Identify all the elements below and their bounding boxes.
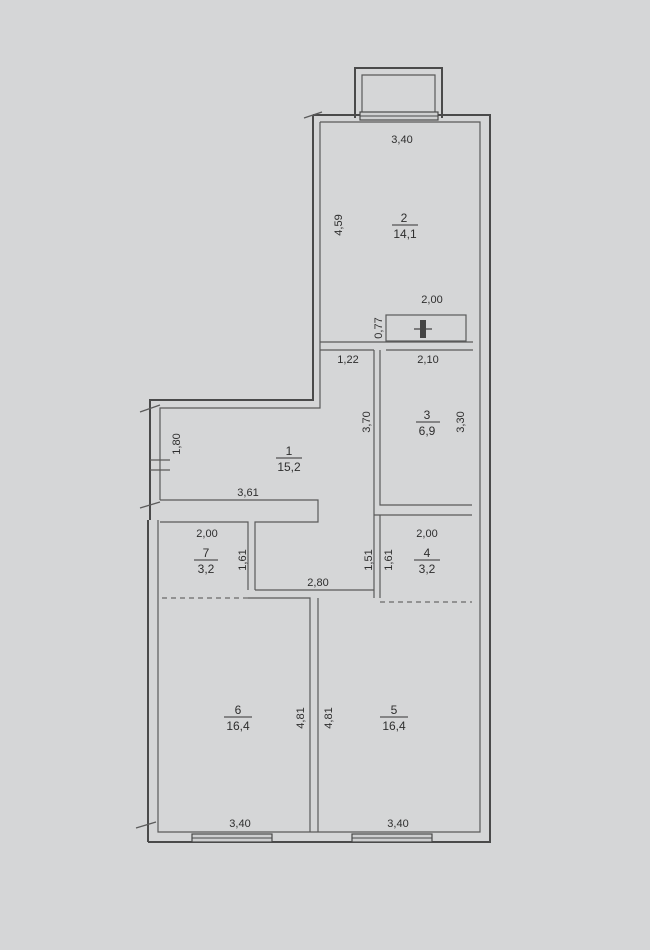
dim-room2-width: 3,40 [391,134,412,146]
bathroom-fixture [414,320,432,338]
dim-room7-height: 1,61 [237,549,249,570]
dim-hall-width: 3,61 [237,487,258,499]
dim-hall-left: 1,80 [171,433,183,454]
dim-room5-height: 4,81 [323,707,335,728]
svg-text:7: 7 [203,546,210,560]
dim-room3-right: 3,30 [455,411,467,432]
svg-text:6: 6 [235,703,242,717]
dim-bath-width: 2,00 [421,294,442,306]
svg-text:2: 2 [401,211,408,225]
outer-walls [135,111,491,843]
window-room-6 [191,833,273,843]
dim-room4-width: 2,00 [416,528,437,540]
dim-room6-height: 4,81 [295,707,307,728]
balcony [354,67,443,118]
dim-room7-width: 2,00 [196,528,217,540]
dim-room4-height: 1,61 [383,549,395,570]
room-label-5: 5 16,4 [380,703,408,733]
room-label-2: 2 14,1 [392,211,418,241]
svg-text:16,4: 16,4 [226,719,250,733]
svg-text:3: 3 [424,408,431,422]
dim-room5-width: 3,40 [387,818,408,830]
dim-bath-height: 0,77 [373,317,385,338]
dim-corridor-left: 1,51 [363,549,375,570]
interior-walls [160,314,473,832]
svg-text:15,2: 15,2 [277,460,301,474]
room-label-4: 4 3,2 [414,546,440,576]
room-label-3: 3 6,9 [416,408,440,438]
dim-room2-height: 4,59 [333,214,345,235]
svg-text:16,4: 16,4 [382,719,406,733]
svg-text:3,2: 3,2 [419,562,436,576]
svg-text:1: 1 [286,444,293,458]
svg-text:3,2: 3,2 [198,562,215,576]
svg-text:5: 5 [391,703,398,717]
dim-corridor-width: 2,80 [307,577,328,589]
room-label-7: 7 3,2 [194,546,218,576]
dimension-labels: 3,40 4,59 2,00 0,77 1,22 2,10 3,70 3,30 … [171,134,467,830]
svg-text:4: 4 [424,546,431,560]
dim-room3-width: 2,10 [417,354,438,366]
window-room-2 [359,111,439,121]
room-label-1: 1 15,2 [276,444,302,474]
window-room-5 [351,833,433,843]
room-label-6: 6 16,4 [224,703,252,733]
dim-hall-step: 1,22 [337,354,358,366]
svg-text:14,1: 14,1 [393,227,417,241]
entrance-marks [150,459,170,471]
svg-text:6,9: 6,9 [419,424,436,438]
dim-room3-left: 3,70 [361,411,373,432]
dim-room6-width: 3,40 [229,818,250,830]
